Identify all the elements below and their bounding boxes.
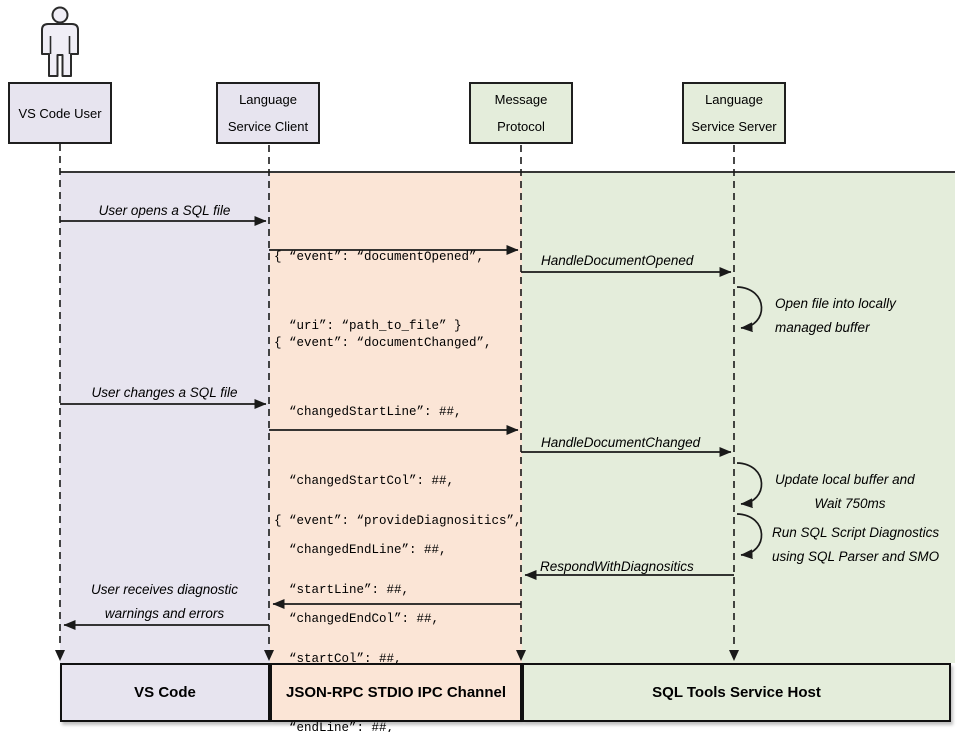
- note-line: Open file into locally: [775, 296, 896, 311]
- actor-label: Protocol: [497, 119, 545, 134]
- json-line: { “event”: “documentOpened”,: [274, 250, 485, 264]
- actor-box-vscode-user: VS Code User: [8, 82, 112, 144]
- footer-label: VS Code: [134, 684, 196, 701]
- json-line: “startLine”: ##,: [274, 583, 410, 597]
- footer-box-ipc-channel: JSON-RPC STDIO IPC Channel: [270, 663, 522, 722]
- json-line: “uri”: “path_to_file” }: [274, 319, 462, 333]
- json-line: “startCol”: ##,: [274, 652, 402, 666]
- json-message-document-opened: { “event”: “documentOpened”, “uri”: “pat…: [274, 200, 484, 384]
- note-line: Update local buffer and: [775, 472, 915, 487]
- lane-ipc-channel: [270, 173, 522, 663]
- actor-label: Service Client: [227, 119, 309, 134]
- note-line: Wait 750ms: [814, 496, 886, 511]
- actor-label: Message: [494, 92, 548, 107]
- footer-label: SQL Tools Service Host: [652, 684, 821, 701]
- json-line: “changedEndCol”: ##,: [274, 612, 440, 626]
- actor-label: Language: [705, 92, 763, 107]
- json-line: “changedEndLine”: ##,: [274, 543, 447, 557]
- label-user-changes-file: User changes a SQL file: [91, 385, 238, 400]
- json-message-provide-diagnostics: { “event”: “provideDiagnositics”, “start…: [274, 464, 522, 732]
- label-respond-with-diagnostics: RespondWithDiagnositics: [540, 559, 694, 574]
- note-open-file-buffer: Open file into locally managed buffer: [775, 292, 953, 340]
- label-handle-document-opened: HandleDocumentOpened: [541, 253, 694, 268]
- actor-label: Service Server: [691, 119, 777, 134]
- actor-box-language-service-client: Language Service Client: [216, 82, 320, 144]
- actor-box-language-service-server: Language Service Server: [682, 82, 786, 144]
- json-line: { “event”: “documentChanged”,: [274, 336, 492, 350]
- actor-label: Language: [239, 92, 297, 107]
- note-run-diagnostics: Run SQL Script Diagnostics using SQL Par…: [772, 521, 954, 569]
- note-update-buffer-wait: Update local buffer and Wait 750ms: [775, 468, 925, 516]
- note-line: managed buffer: [775, 320, 870, 335]
- actor-box-message-protocol: Message Protocol: [469, 82, 573, 144]
- lane-vscode: [60, 173, 270, 663]
- label-user-receives-diagnostics: User receives diagnostic warnings and er…: [60, 578, 269, 626]
- json-line: “changedStartCol”: ##,: [274, 474, 455, 488]
- label-line: User receives diagnostic: [90, 582, 239, 597]
- json-line: “changedStartLine”: ##,: [274, 405, 462, 419]
- label-handle-document-changed: HandleDocumentChanged: [541, 435, 701, 450]
- actor-label: VS Code User: [18, 105, 102, 121]
- json-line: “endLine”: ##,: [274, 721, 395, 732]
- footer-box-vscode: VS Code: [60, 663, 270, 722]
- note-line: Run SQL Script Diagnostics: [772, 525, 940, 540]
- note-line: using SQL Parser and SMO: [772, 549, 940, 564]
- label-user-opens-file: User opens a SQL file: [98, 203, 231, 218]
- footer-box-sql-tools-service-host: SQL Tools Service Host: [522, 663, 951, 722]
- json-line: { “event”: “provideDiagnositics”,: [274, 514, 522, 528]
- user-person-icon: [41, 6, 79, 77]
- label-line: warnings and errors: [104, 606, 225, 621]
- lane-service-host: [522, 173, 955, 663]
- footer-label: JSON-RPC STDIO IPC Channel: [285, 684, 507, 701]
